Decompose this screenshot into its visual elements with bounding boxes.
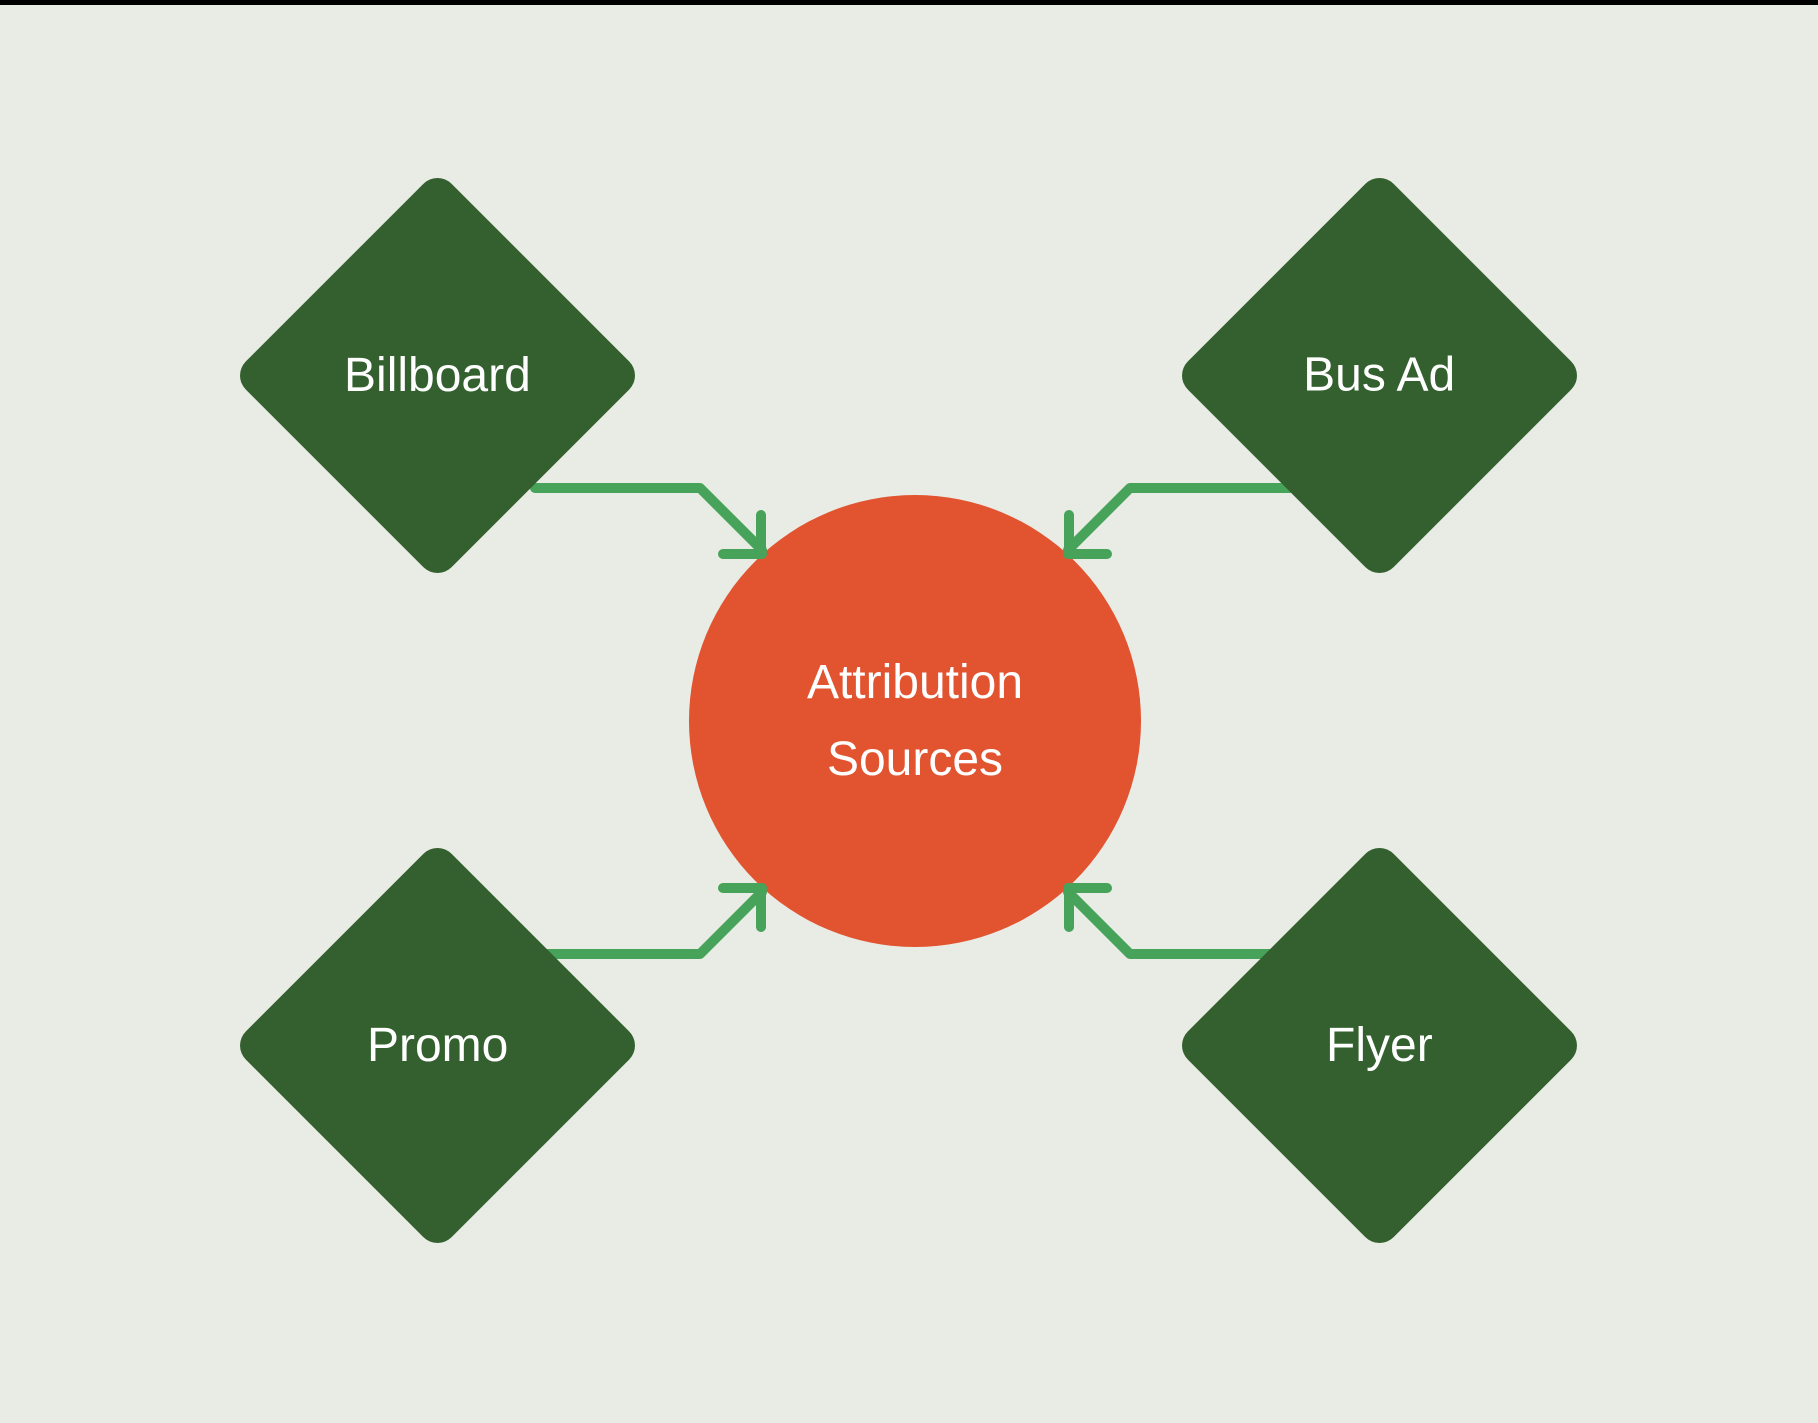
center-node-label-line2: Sources (826, 733, 1004, 786)
arrow-busad-to-center (1063, 483, 1295, 559)
node-flyer-label: Flyer (1326, 1018, 1433, 1072)
node-promo-label: Promo (366, 1019, 509, 1072)
arrow-head-icon (718, 510, 767, 559)
arrow-flyer-to-center (1063, 883, 1295, 959)
top-bar (0, 0, 1818, 5)
node-bus-ad-label: Bus Ad (1303, 348, 1456, 402)
arrow-head-icon (718, 883, 767, 932)
arrow-billboard-to-center (530, 483, 767, 559)
arrow-head-icon (1063, 883, 1112, 932)
arrow-shaft (530, 887, 767, 959)
arrow-promo-to-center (530, 883, 767, 959)
arrow-shaft (1063, 887, 1295, 959)
center-node-label-line1: Attribution (806, 656, 1024, 709)
node-billboard-label: Billboard (344, 349, 531, 402)
arrow-shaft (530, 483, 767, 555)
arrow-head-icon (1063, 510, 1112, 559)
center-node-attribution-sources: Attribution Sources (689, 495, 1141, 947)
arrow-shaft (1063, 483, 1295, 555)
